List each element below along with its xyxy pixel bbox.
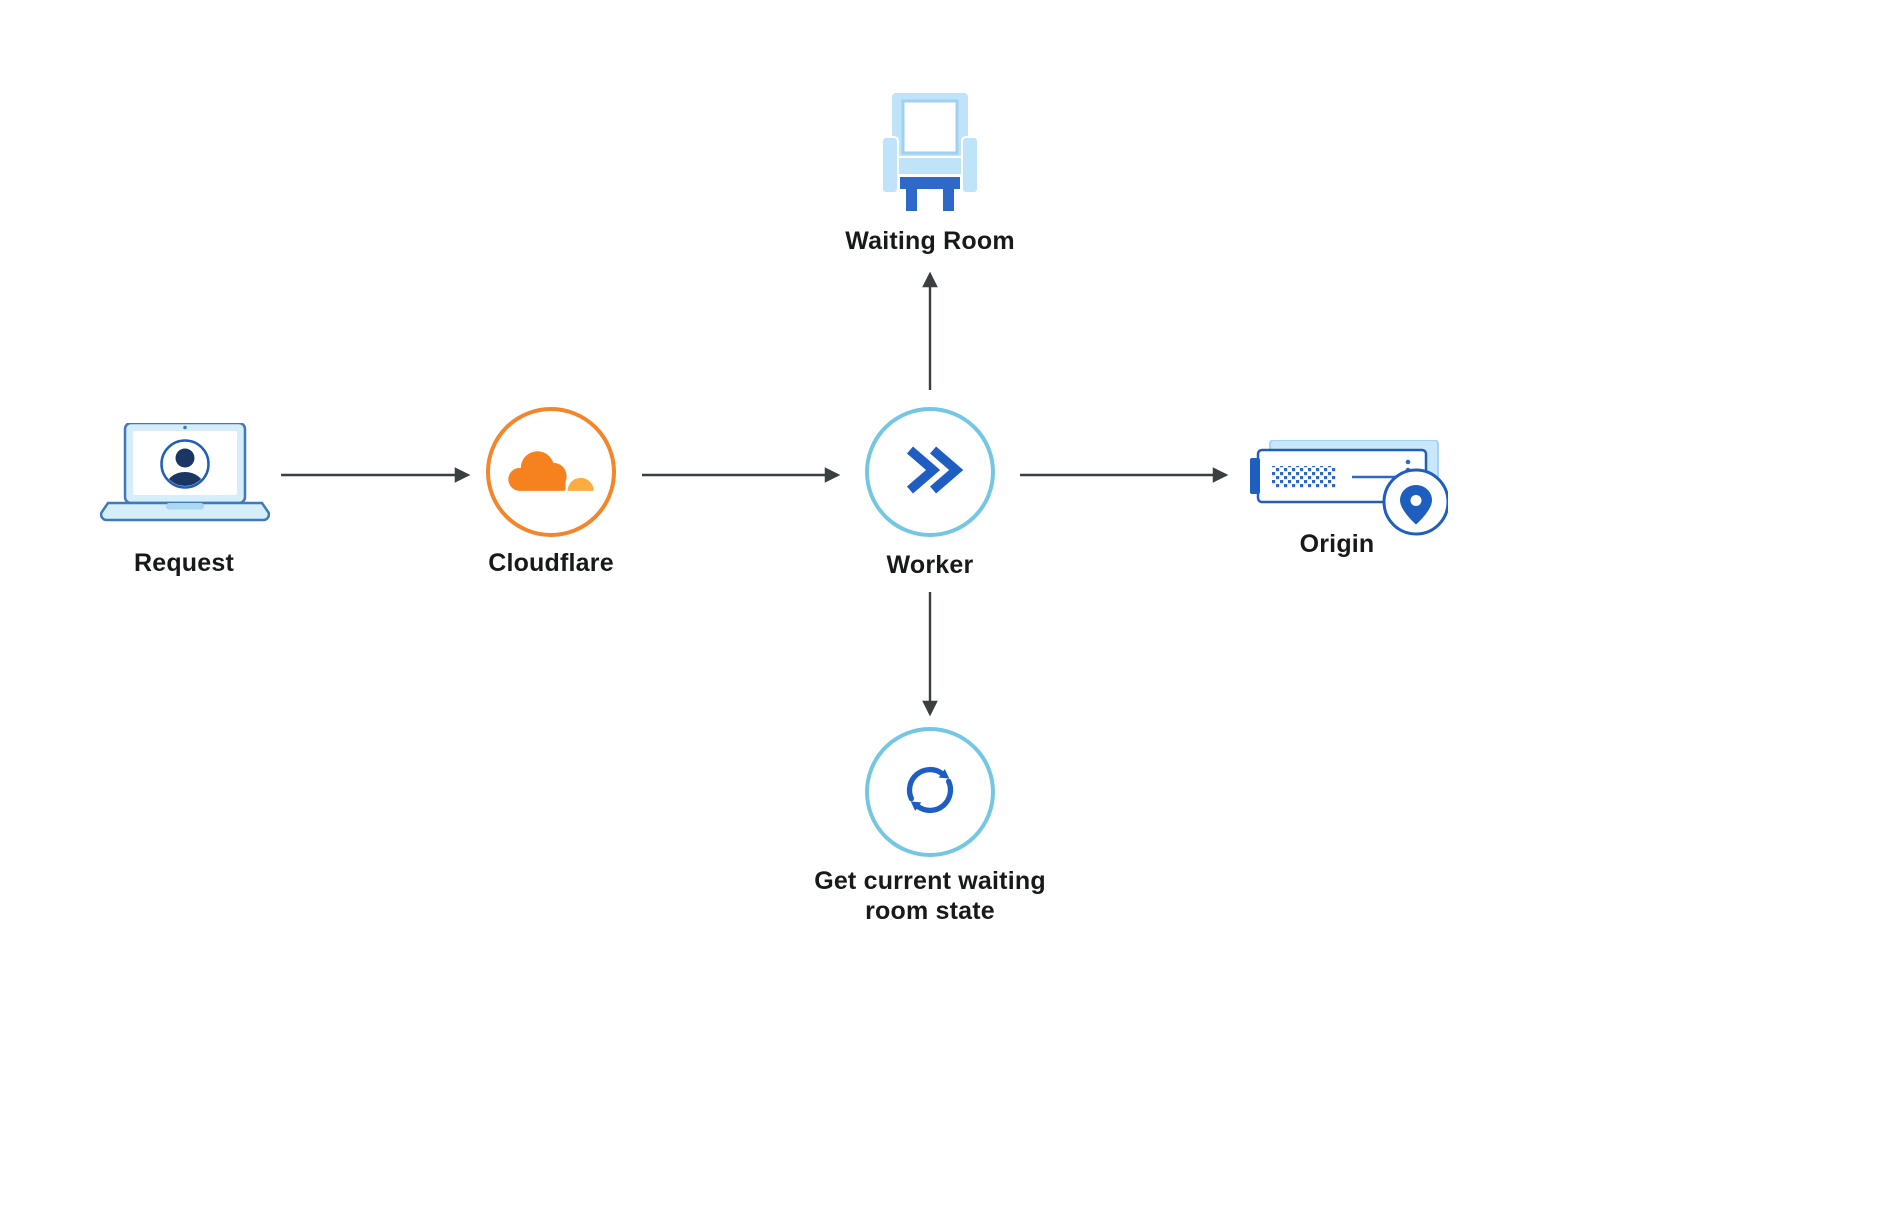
cloudflare-node <box>486 407 616 537</box>
origin-label: Origin <box>1299 530 1375 558</box>
waiting-room-node <box>880 93 980 216</box>
waiting-room-label: Waiting Room <box>845 227 1015 255</box>
laptop-user-icon <box>99 421 271 527</box>
request-label: Request <box>133 549 235 577</box>
worker-node <box>865 407 995 537</box>
cloudflare-label: Cloudflare <box>488 549 614 577</box>
request-node <box>99 421 271 528</box>
worker-chevrons-icon <box>893 433 967 512</box>
server-location-pin-icon <box>1248 439 1450 550</box>
waiting-room-state-node <box>865 727 995 857</box>
chair-icon <box>880 93 980 215</box>
worker-label: Worker <box>886 551 974 579</box>
sync-icon <box>892 752 968 833</box>
waiting-room-state-label: Get current waiting room state <box>814 867 1046 925</box>
origin-node <box>1248 439 1450 551</box>
cloudflare-logo-icon <box>505 445 597 500</box>
